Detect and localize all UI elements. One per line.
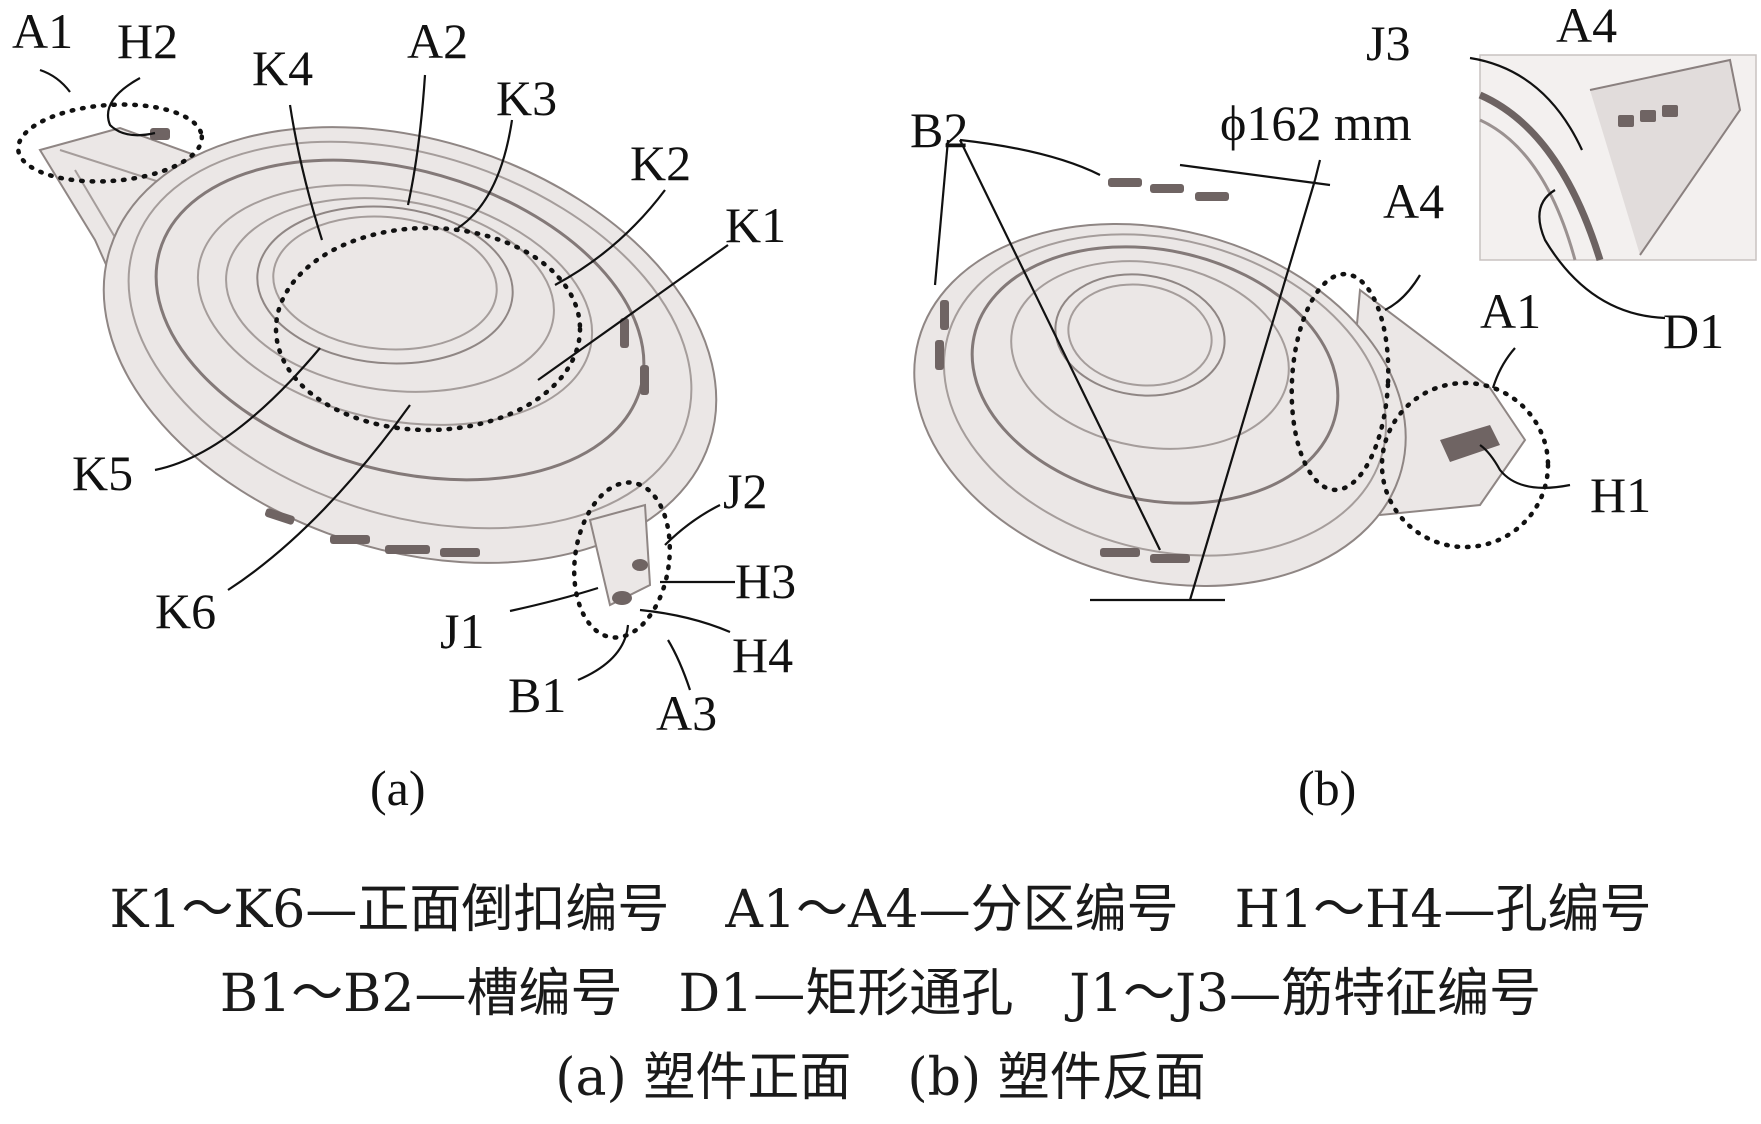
label-h3: H3 bbox=[735, 553, 796, 609]
label-k3: K3 bbox=[496, 70, 557, 126]
panel-a-regions bbox=[15, 102, 673, 640]
panel-b-labels: J3 A4 B2 ϕ162 mm A4 A1 D1 H1 (b) bbox=[910, 0, 1724, 816]
label-h1: H1 bbox=[1590, 467, 1651, 523]
label-k5: K5 bbox=[72, 445, 133, 501]
label-a3: A3 bbox=[656, 685, 717, 741]
panel-b-part bbox=[913, 178, 1527, 587]
panel-a-sublabel: (a) bbox=[370, 760, 426, 816]
figure-drawing: A1 H2 K4 A2 K3 K2 K1 K5 K6 J2 H3 J1 H4 B… bbox=[12, 0, 1757, 816]
label-a1-front: A1 bbox=[12, 3, 73, 59]
legend-holes: H1～H4—孔编号 bbox=[1234, 880, 1652, 940]
panel-b-inset bbox=[1478, 54, 1757, 262]
panel-b-leaders bbox=[933, 56, 1666, 551]
panel-b-sublabel: (b) bbox=[1298, 760, 1356, 816]
caption-panel-a: (a) 塑件正面 bbox=[555, 1048, 852, 1108]
label-a4: A4 bbox=[1383, 173, 1444, 229]
legend-ribs: J1～J3—筋特征编号 bbox=[1069, 964, 1542, 1024]
label-b2: B2 bbox=[910, 102, 968, 158]
caption-panel-b: (b) 塑件反面 bbox=[907, 1048, 1206, 1108]
label-h4: H4 bbox=[732, 627, 793, 683]
legend-row-2: B1～B2—槽编号 D1—矩形通孔 J1～J3—筋特征编号 bbox=[0, 952, 1761, 1036]
legend-undercuts: K1～K6—正面倒扣编号 bbox=[109, 880, 670, 940]
label-j2: J2 bbox=[723, 463, 767, 519]
legend-rect-hole: D1—矩形通孔 bbox=[678, 964, 1014, 1024]
panel-a-labels: A1 H2 K4 A2 K3 K2 K1 K5 K6 J2 H3 J1 H4 B… bbox=[12, 3, 796, 816]
legend-grooves: B1～B2—槽编号 bbox=[219, 964, 623, 1024]
label-d1: D1 bbox=[1663, 303, 1724, 359]
label-a1-back: A1 bbox=[1480, 283, 1541, 339]
legend-row-1: K1～K6—正面倒扣编号 A1～A4—分区编号 H1～H4—孔编号 bbox=[0, 868, 1761, 952]
label-a4-inset: A4 bbox=[1556, 0, 1617, 53]
label-a2: A2 bbox=[407, 13, 468, 69]
panel-b-dimension bbox=[1090, 159, 1331, 602]
label-j1: J1 bbox=[440, 603, 484, 659]
panel-a-part bbox=[38, 126, 718, 607]
figure-caption: K1～K6—正面倒扣编号 A1～A4—分区编号 H1～H4—孔编号 B1～B2—槽编… bbox=[0, 868, 1761, 1120]
label-b1: B1 bbox=[508, 667, 566, 723]
label-k4: K4 bbox=[252, 40, 313, 96]
label-k6: K6 bbox=[155, 583, 216, 639]
panel-captions: (a) 塑件正面 (b) 塑件反面 bbox=[0, 1036, 1761, 1120]
diameter-dimension: ϕ162 mm bbox=[1220, 95, 1412, 151]
label-k2: K2 bbox=[630, 135, 691, 191]
label-h2: H2 bbox=[117, 13, 178, 69]
label-j3: J3 bbox=[1366, 15, 1410, 71]
panel-b-regions bbox=[1289, 271, 1551, 550]
label-k1: K1 bbox=[725, 197, 786, 253]
panel-a-leaders bbox=[39, 68, 735, 691]
legend-zones: A1～A4—分区编号 bbox=[725, 880, 1179, 940]
